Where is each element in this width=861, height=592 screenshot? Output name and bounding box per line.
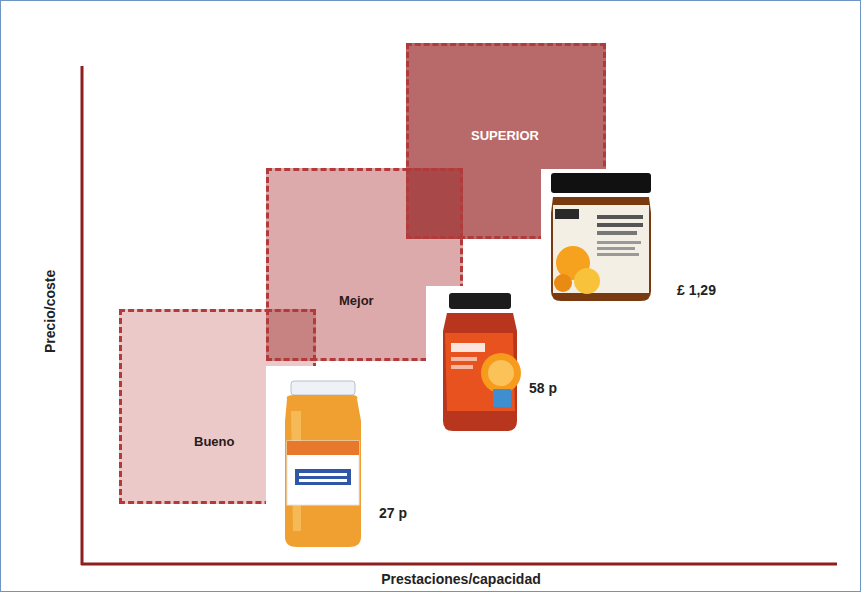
price-label: £ 1,29 xyxy=(677,282,716,299)
tier-label: Mejor xyxy=(339,293,374,309)
price-label: 58 p xyxy=(529,380,557,397)
tier-label: Bueno xyxy=(194,434,234,450)
overlap-patch xyxy=(266,309,316,361)
axis-title: Precio/coste xyxy=(43,269,60,352)
axis-title: Prestaciones/capacidad xyxy=(381,571,541,588)
price-label: 27 p xyxy=(379,505,407,522)
overlap-patch xyxy=(406,168,463,239)
tier-label: SUPERIOR xyxy=(471,128,539,144)
